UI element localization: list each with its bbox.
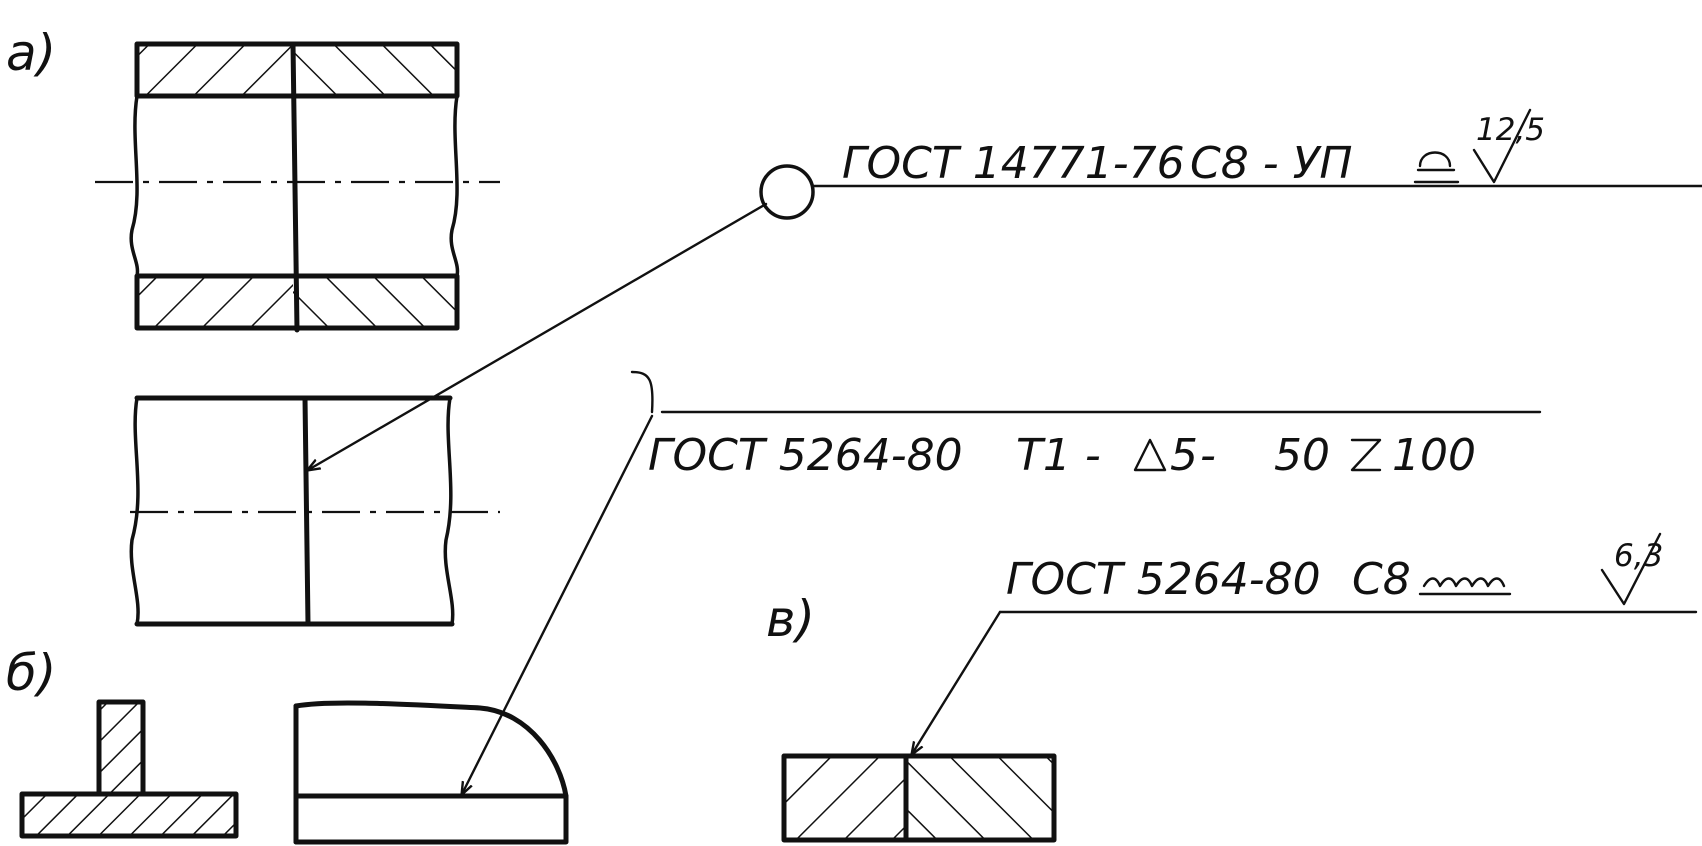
note-v: ГОСТ 5264-80 С8 6,3 <box>1006 532 1663 606</box>
note-v-standard: ГОСТ 5264-80 <box>1006 554 1321 605</box>
view-v: в) <box>766 590 1057 843</box>
surface-roughness-icon-v <box>1600 532 1662 606</box>
note-b-pitch: 100 <box>1392 430 1476 481</box>
leader-v <box>912 610 1698 754</box>
butt-right-hatch <box>906 756 1054 840</box>
surface-roughness-icon-a <box>1472 108 1532 184</box>
note-b-leg: 5 <box>1170 430 1198 481</box>
hatch-right-bottom <box>293 276 457 328</box>
leader-a <box>308 164 1702 470</box>
view-a-side <box>129 395 500 627</box>
note-b: ГОСТ 5264-80 Т1 - 5 - 50 100 <box>648 430 1476 481</box>
weld-removed-reinforcement-icon <box>1413 151 1460 184</box>
hatch-right-top <box>293 44 457 96</box>
butt-left-hatch <box>784 756 906 840</box>
note-v-designation: С8 <box>1352 554 1411 605</box>
tee-flange-hatch <box>22 794 236 836</box>
fillet-leg-triangle-icon <box>1133 438 1167 472</box>
note-a-designation: С8 - УП <box>1190 138 1352 189</box>
note-a-standard: ГОСТ 14771-76 <box>842 138 1185 189</box>
note-b-separator: - <box>1200 430 1216 481</box>
view-b-side <box>293 700 569 845</box>
view-a-section <box>95 41 500 333</box>
weld-smooth-transition-icon <box>1418 577 1512 596</box>
view-b: б) <box>6 644 239 839</box>
note-b-length: 50 <box>1274 430 1330 481</box>
note-b-standard: ГОСТ 5264-80 <box>648 430 963 481</box>
note-b-designation: Т1 - <box>1016 430 1101 481</box>
hatch-left-bottom <box>137 276 293 328</box>
weld-all-around-icon <box>759 164 815 220</box>
staggered-intermittent-icon <box>1350 438 1382 472</box>
hatch-left-top <box>137 44 293 96</box>
label-a: a) <box>6 24 56 82</box>
note-a-roughness: 12,5 <box>1476 112 1545 148</box>
leader-b <box>462 370 1542 794</box>
label-v: в) <box>766 590 815 648</box>
label-b: б) <box>6 644 56 702</box>
note-a: ГОСТ 14771-76 С8 - УП 12,5 <box>842 108 1545 189</box>
tee-web-hatch <box>99 702 143 794</box>
